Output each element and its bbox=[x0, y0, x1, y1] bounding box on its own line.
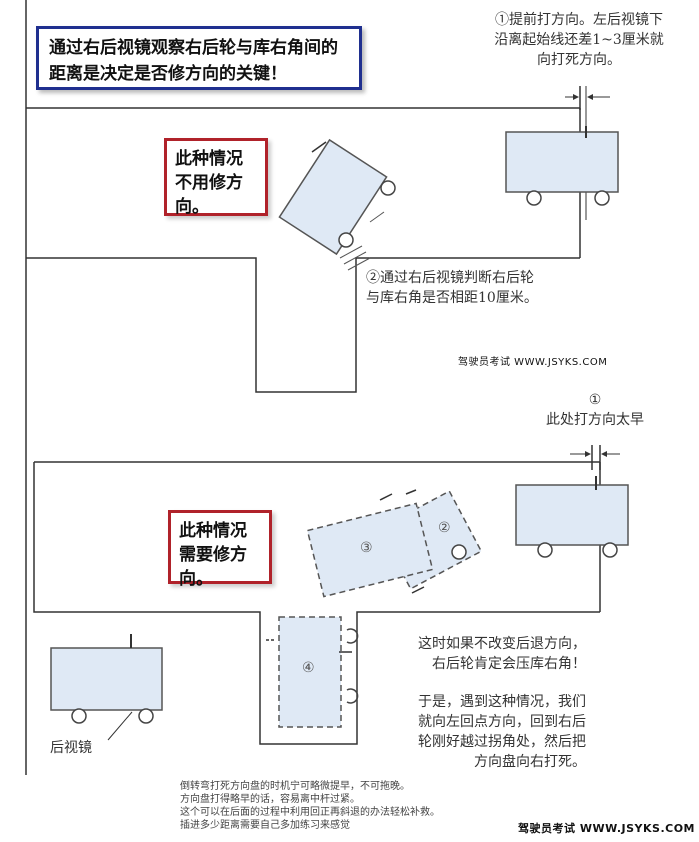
bottom-case-label: 此种情况需要修方向。 bbox=[168, 510, 272, 589]
mirror-demo-car bbox=[50, 634, 163, 741]
top-note-2: ②通过右后视镜判断右后轮 与库右角是否相距10厘米。 bbox=[366, 270, 538, 306]
top-start-car bbox=[505, 126, 619, 206]
mirror-label: 后视镜 bbox=[50, 740, 92, 756]
car-position-4 bbox=[266, 616, 359, 728]
watermark-mid: 驾驶员考试 WWW.JSYKS.COM bbox=[458, 357, 608, 368]
top-callout: 通过右后视镜观察右后轮与库右角间的距离是决定是否修方向的关键！ bbox=[36, 26, 362, 90]
car-position-3 bbox=[306, 502, 434, 598]
car-label-2: ② bbox=[438, 520, 451, 536]
top-note-1: ①提前打方向。左后视镜下 沿离起始线还差1~3厘米就 向打死方向。 bbox=[494, 12, 664, 68]
top-case-label: 此种情况不用修方向。 bbox=[164, 138, 268, 217]
watermark-bottom: 驾驶员考试 WWW.JSYKS.COM bbox=[518, 822, 695, 835]
footer-notes: 倒转弯打死方向盘的时机宁可略微提早，不可拖晚。 方向盘打得略早的话，容易离中杆过… bbox=[180, 781, 440, 831]
bottom-note-4: 于是，遇到这种情况，我们 就向左回点方向，回到右后 轮刚好越过拐角处，然后把 方… bbox=[418, 694, 586, 770]
car-label-4: ④ bbox=[302, 660, 315, 676]
bottom-note-3: 这时如果不改变后退方向， 右后轮肯定会压库右角！ bbox=[418, 636, 586, 672]
car-label-3: ③ bbox=[360, 540, 373, 556]
top-parking-outline bbox=[26, 107, 581, 393]
bottom-start-car bbox=[515, 476, 629, 558]
top-turning-car bbox=[278, 138, 388, 256]
bottom-note-1: ① 此处打方向太早 bbox=[546, 392, 644, 428]
